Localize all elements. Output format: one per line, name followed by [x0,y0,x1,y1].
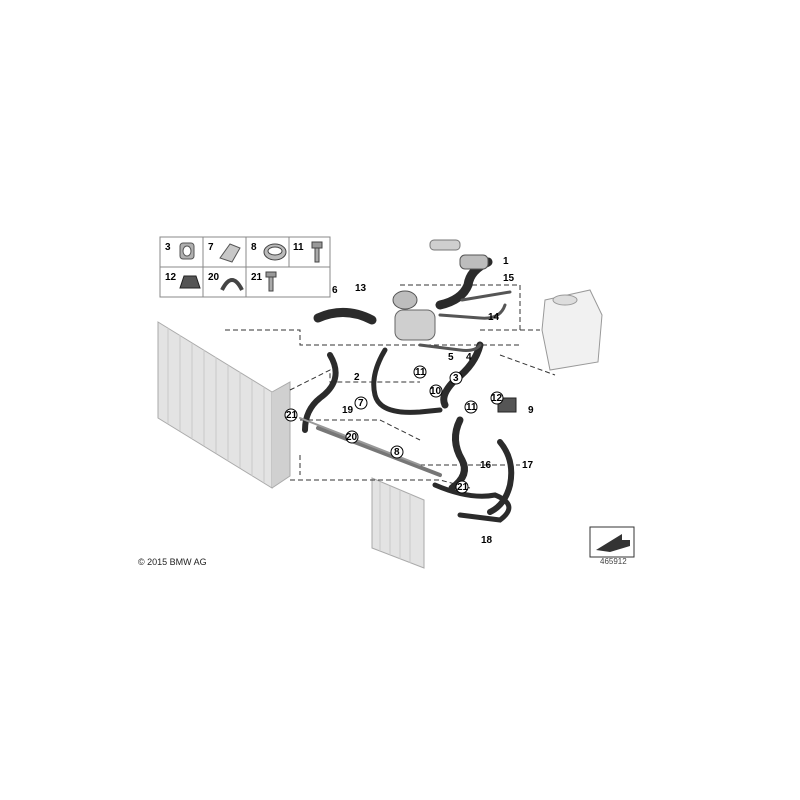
hose-holder-icon [220,278,244,291]
line-5 [418,343,482,352]
legend-num-3: 3 [165,242,171,253]
legend-num-8: 8 [251,242,257,253]
circled-7: 7 [358,398,364,409]
hose-clamp-sleeve-icon [179,242,195,260]
hex-bolt-icon [311,241,323,263]
callout-18: 18 [481,535,493,546]
circled-11-b: 11 [466,402,477,413]
legend-num-12: 12 [165,272,177,283]
pipe-8 [299,417,421,466]
radiator [157,321,291,489]
callout-13: 13 [355,283,367,294]
circled-21-b: 21 [457,482,469,493]
callout-9: 9 [528,405,534,416]
callout-17: 17 [522,460,534,471]
circled-20: 20 [346,432,358,443]
hose-18 [432,482,512,523]
line-14 [438,303,507,320]
callout-2: 2 [354,372,360,383]
legend-num-7: 7 [208,242,214,253]
plain-callouts: 1 2 4 5 6 9 13 14 15 16 17 18 19 [332,256,534,546]
hose-6 [313,308,377,325]
legend-num-20: 20 [208,272,220,283]
callout-14: 14 [488,312,500,323]
bracket-clip-icon [219,243,241,263]
band-clamp-icon [263,243,287,261]
callout-4: 4 [466,352,472,363]
torx-screw-icon [265,271,277,292]
pipe-20 [316,426,442,477]
circled-8: 8 [394,447,400,458]
hose-16 [448,416,468,492]
callout-1: 1 [503,256,509,267]
callout-19: 19 [342,405,354,416]
circled-11-a: 11 [415,367,426,378]
copyright-text: © 2015 BMW AG [138,557,207,567]
assembly-dashed-lines [225,284,556,489]
hose-17 [487,439,515,515]
view-direction-symbol [589,526,635,558]
hose-19 [302,352,339,433]
callout-15: 15 [503,273,515,284]
callout-6: 6 [332,285,338,296]
circled-callouts: 3 7 8 10 11 11 12 20 21 21 [284,365,504,494]
callout-16: 16 [480,460,492,471]
circled-10: 10 [430,386,442,397]
legend-num-11: 11 [293,242,304,253]
circled-21-a: 21 [286,410,298,421]
circled-12: 12 [491,393,503,404]
spring-nut-icon [179,275,201,289]
legend-num-21: 21 [251,272,263,283]
line-15 [460,290,512,302]
auxiliary-radiator [371,477,425,569]
circled-3: 3 [453,373,459,384]
callout-5: 5 [448,352,454,363]
hose-2 [371,347,443,415]
parts-legend: 3 7 8 11 12 20 21 [159,236,331,298]
expansion-tank [541,289,603,371]
water-pump-assembly [392,239,517,413]
diagram-number: 465912 [600,557,627,566]
